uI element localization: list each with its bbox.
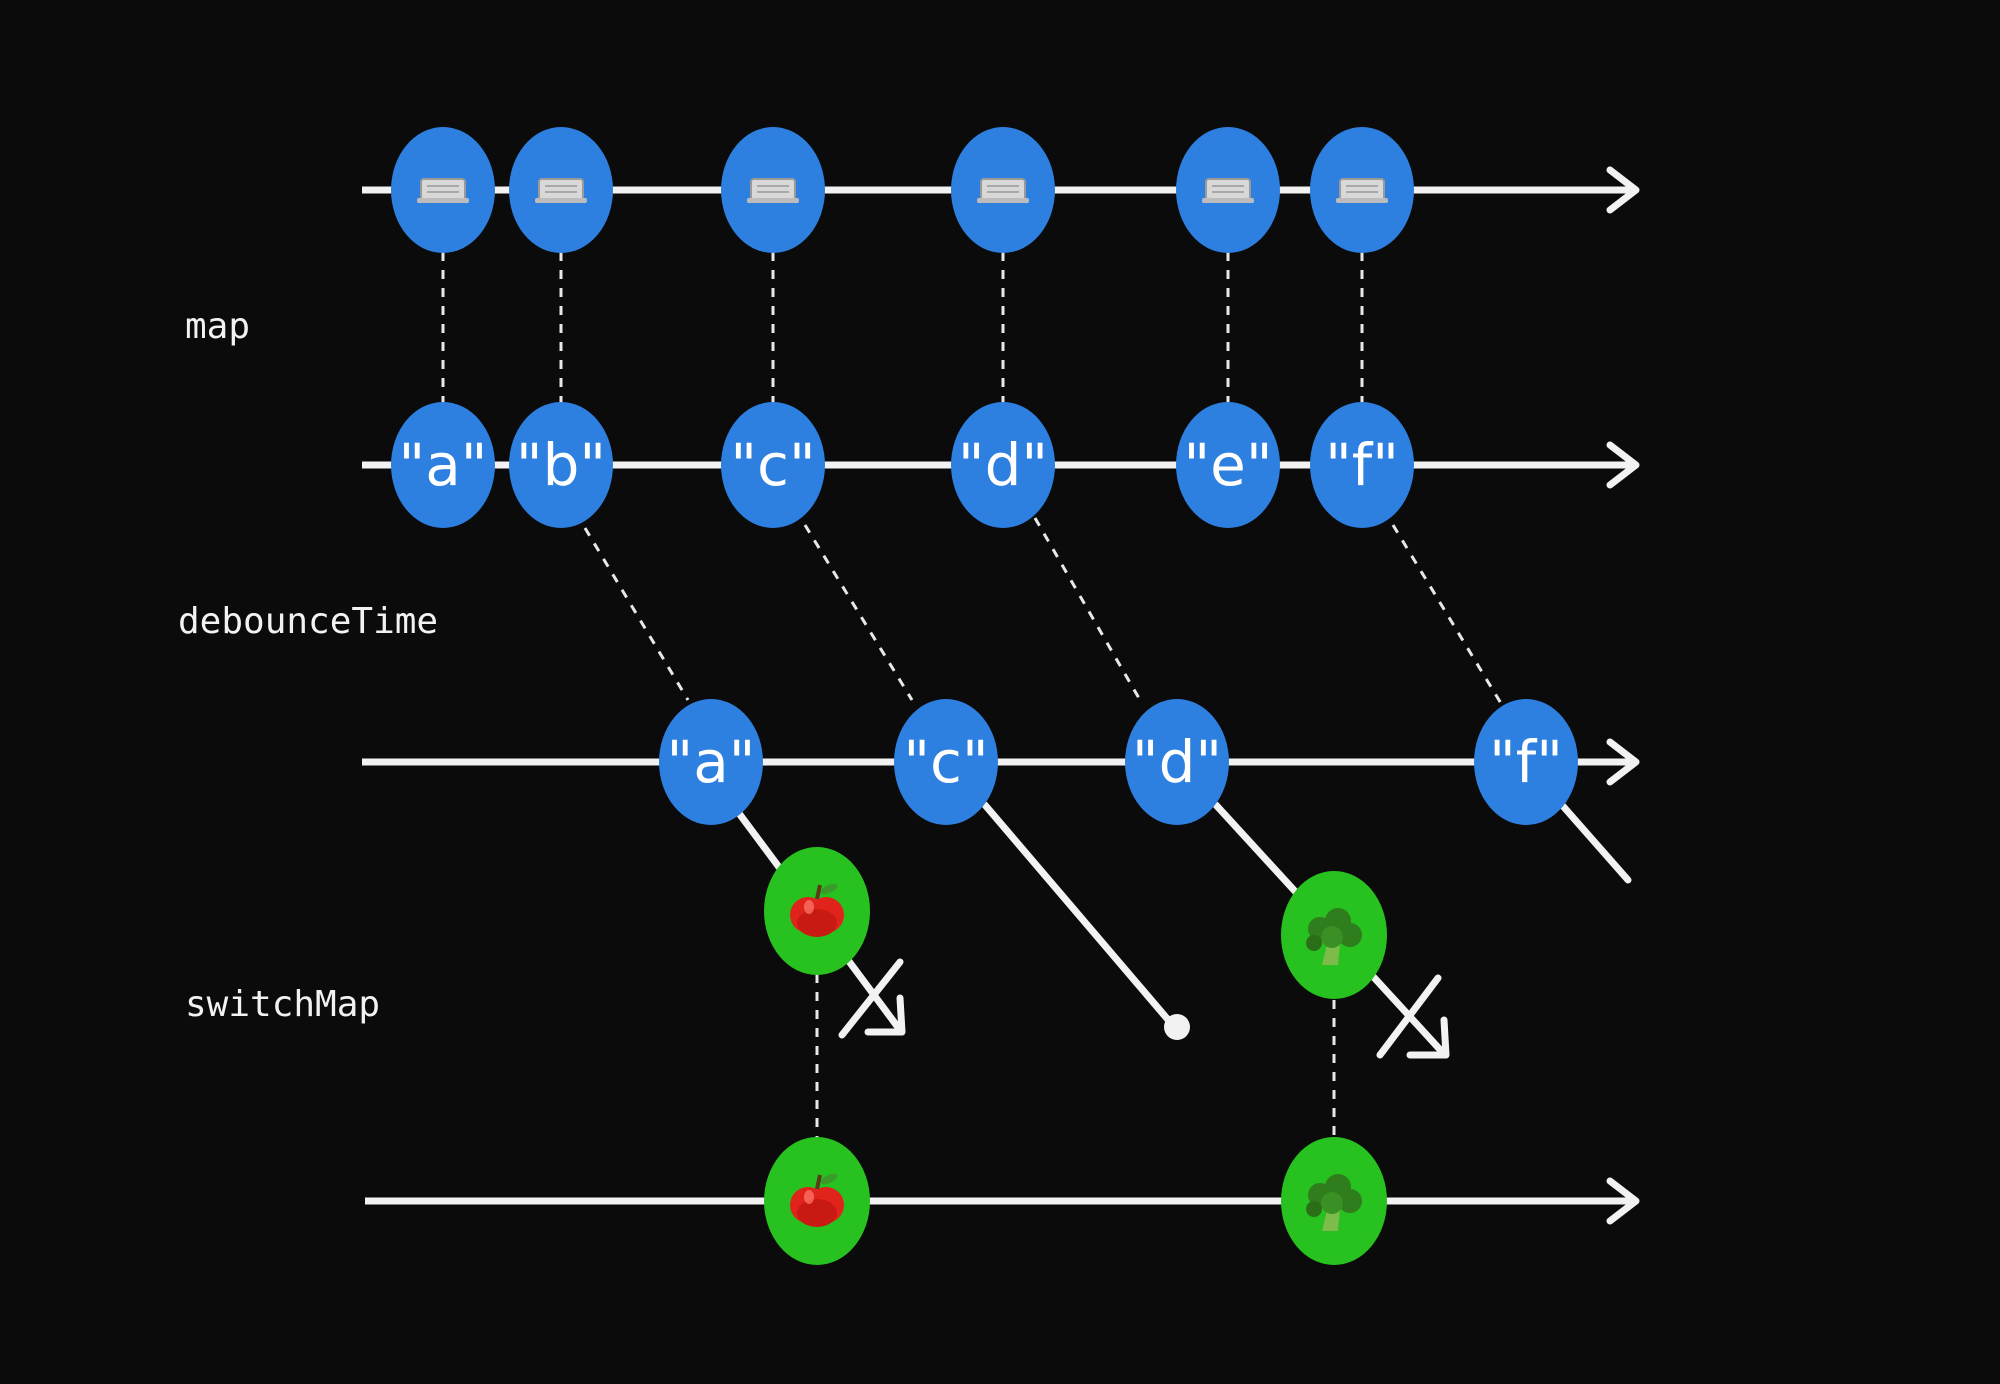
keyboard-icon <box>416 178 470 204</box>
operator-label-debouncetime: debounceTime <box>178 601 438 642</box>
marble-value: "a" <box>667 728 756 796</box>
arrow-head <box>1606 1177 1640 1225</box>
mapped-marble: "f" <box>1310 402 1414 528</box>
map-connectors <box>441 252 1364 404</box>
keyboard-icon <box>1201 178 1255 204</box>
arrow-head <box>864 994 906 1036</box>
mapped-marble: "a" <box>391 402 495 528</box>
output-marble <box>764 1137 870 1265</box>
mapped-marble: "b" <box>509 402 613 528</box>
marble-value: "c" <box>903 728 988 796</box>
keyboard-event-marble <box>391 127 495 253</box>
completion-dot <box>1164 1014 1190 1040</box>
inner-stream-f <box>1558 801 1632 884</box>
marble-value: "f" <box>1489 728 1563 796</box>
mapped-marble: "e" <box>1176 402 1280 528</box>
keyboard-icon <box>1335 178 1389 204</box>
arrow-head <box>1606 441 1640 489</box>
debounced-marble: "d" <box>1125 699 1229 825</box>
dashed-connector <box>583 527 690 701</box>
keyboard-icon <box>976 178 1030 204</box>
cancel-mark <box>838 958 904 1039</box>
marble-value: "a" <box>399 431 488 499</box>
operator-label-switchmap: switchMap <box>185 984 380 1025</box>
marble-value: "d" <box>958 431 1048 499</box>
inner-result-marble <box>764 847 870 975</box>
debounced-marble: "c" <box>894 699 998 825</box>
cancel-mark <box>1376 974 1442 1059</box>
keyboard-event-marble <box>509 127 613 253</box>
marble-value: "e" <box>1183 431 1272 499</box>
keyboard-event-marble <box>1176 127 1280 253</box>
debounce-connectors <box>583 517 1504 706</box>
dashed-connector <box>1033 517 1142 701</box>
timeline-debounced-values <box>362 738 1640 786</box>
marble-value: "d" <box>1132 728 1222 796</box>
inner-result-marble <box>1281 871 1387 999</box>
marble-value: "b" <box>516 431 606 499</box>
keyboard-icon <box>746 178 800 204</box>
mapped-marble: "d" <box>951 402 1055 528</box>
mapped-marble: "c" <box>721 402 825 528</box>
keyboard-event-marble <box>951 127 1055 253</box>
debounced-marble: "a" <box>659 699 763 825</box>
dashed-connector <box>1391 524 1504 706</box>
operator-label-map: map <box>185 306 250 347</box>
keyboard-icon <box>534 178 588 204</box>
keyboard-event-marble <box>721 127 825 253</box>
arrow-head <box>1606 166 1640 214</box>
marble-value: "f" <box>1325 431 1399 499</box>
inner-stream-c <box>981 801 1190 1040</box>
keyboard-event-marble <box>1310 127 1414 253</box>
arrow-head <box>1606 738 1640 786</box>
dashed-connector <box>803 524 914 701</box>
debounced-marble: "f" <box>1474 699 1578 825</box>
arrow-head <box>1406 1016 1450 1059</box>
marble-value: "c" <box>730 431 815 499</box>
output-marble <box>1281 1137 1387 1265</box>
timeline-output <box>365 1177 1640 1225</box>
